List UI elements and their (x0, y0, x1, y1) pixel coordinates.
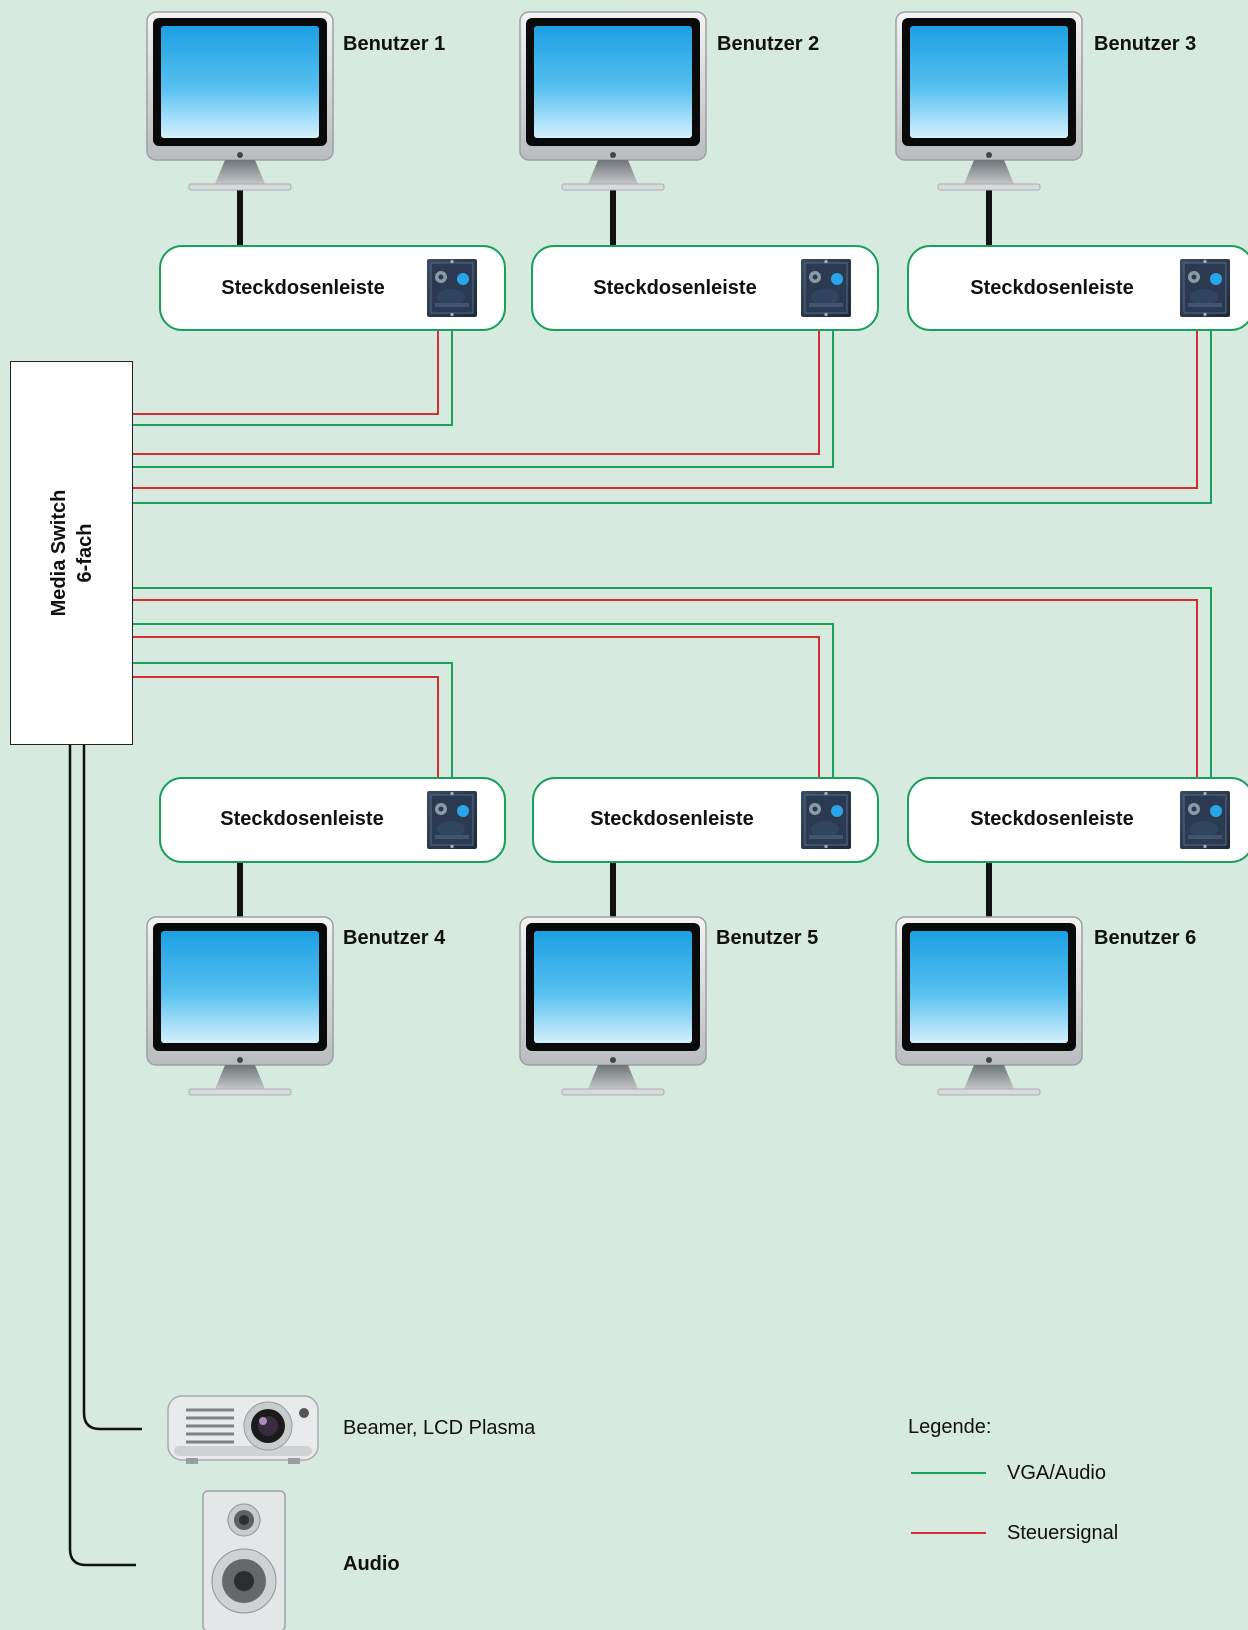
monitor-icon (146, 11, 334, 191)
legend-vga-audio: VGA/Audio (1007, 1462, 1106, 1484)
wall-socket-icon (426, 790, 478, 850)
monitor-icon (895, 916, 1083, 1096)
beamer-cable (82, 745, 142, 1431)
wall-socket-icon (800, 790, 852, 850)
beamer-label: Beamer, LCD Plasma (343, 1417, 536, 1439)
output-cables (68, 745, 142, 1567)
user-label-6: Benutzer 6 (1094, 927, 1197, 949)
strip-3 (907, 245, 1248, 331)
wiring-bottom (133, 587, 1212, 777)
speaker-icon (202, 1490, 286, 1630)
wall-socket-icon (800, 258, 852, 318)
strip-6 (907, 777, 1248, 863)
audio-cable (68, 745, 136, 1567)
strip-label: Steckdosenleiste (970, 277, 1134, 299)
media-switch-label: Media Switch 6-fach (46, 490, 98, 617)
wall-socket-icon (1179, 790, 1231, 850)
user-label-5: Benutzer 5 (716, 927, 819, 949)
media-switch: Media Switch 6-fach (10, 361, 133, 745)
user-label-2: Benutzer 2 (717, 33, 820, 55)
strip-label: Steckdosenleiste (970, 808, 1134, 830)
monitor-icon (146, 916, 334, 1096)
monitor-icon (519, 11, 707, 191)
user-label-4: Benutzer 4 (343, 927, 446, 949)
wall-socket-icon (1179, 258, 1231, 318)
wall-socket-icon (426, 258, 478, 318)
strip-2 (531, 245, 879, 331)
strip-label: Steckdosenleiste (593, 277, 757, 299)
strip-label: Steckdosenleiste (590, 808, 754, 830)
media-switch-line1: Media Switch (47, 489, 70, 617)
legend-steuersignal: Steuersignal (1007, 1522, 1119, 1544)
media-switch-line2: 6-fach (73, 523, 96, 583)
wiring-top (133, 329, 1212, 504)
strip-5 (532, 777, 879, 863)
strip-label: Steckdosenleiste (220, 808, 384, 830)
projector-icon (166, 1394, 320, 1466)
monitor-icon (519, 916, 707, 1096)
strip-4 (159, 777, 506, 863)
monitor-icon (895, 11, 1083, 191)
user-label-1: Benutzer 1 (343, 33, 446, 55)
legend-title: Legende: (908, 1416, 992, 1438)
strip-label: Steckdosenleiste (221, 277, 385, 299)
audio-label: Audio (343, 1553, 400, 1575)
monitor-cables (237, 190, 992, 918)
user-label-3: Benutzer 3 (1094, 33, 1197, 55)
strip-1 (159, 245, 506, 331)
